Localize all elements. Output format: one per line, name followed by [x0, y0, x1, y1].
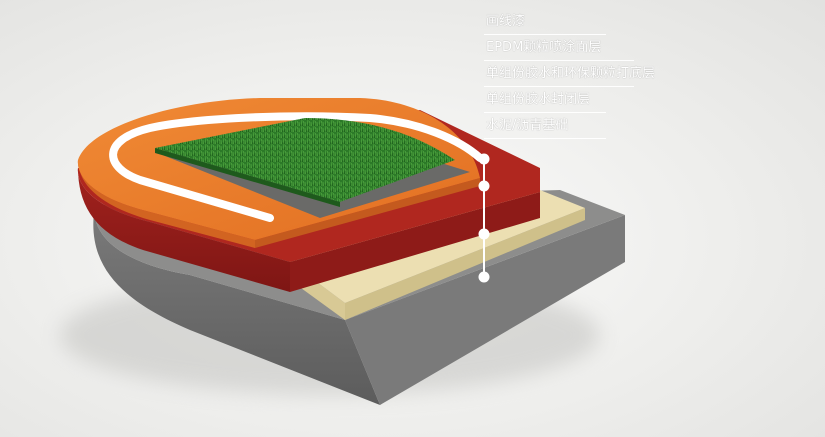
concrete-layer-right-side [345, 215, 625, 405]
layer-label-line-paint: 画线漆 [484, 12, 634, 38]
layer-label-sealer: 单组份胶水封闭层 [484, 90, 634, 116]
layer-marker-dot-icon [478, 271, 490, 283]
layer-label-foundation: 水泥/沥青基础 [484, 116, 634, 142]
turf-edge [155, 148, 340, 207]
base-layer-front [77, 168, 290, 292]
layer-label-list: 画线漆 EPDM颗粒喷涂面层 单组份胶水和环保颗粒打底层 单组份胶水封闭层 水泥… [484, 12, 655, 142]
lane-line-paint [109, 112, 484, 222]
turf-top [155, 118, 455, 202]
layer-marker-dot-icon [478, 180, 490, 192]
surface-layer-front [77, 160, 255, 248]
surface-layer-right-side [255, 178, 480, 248]
base-layer-right-side [290, 192, 540, 292]
sealer-layer-right-side [345, 208, 585, 320]
layer-marker-dot-icon [478, 153, 490, 165]
layer-label-base-layer: 单组份胶水和环保颗粒打底层 [484, 64, 655, 90]
layer-marker-dot-icon [478, 228, 490, 240]
concrete-layer-front [93, 205, 380, 405]
layer-marker-dots [478, 153, 490, 283]
layer-label-epdm-surface: EPDM颗粒喷涂面层 [484, 38, 634, 64]
